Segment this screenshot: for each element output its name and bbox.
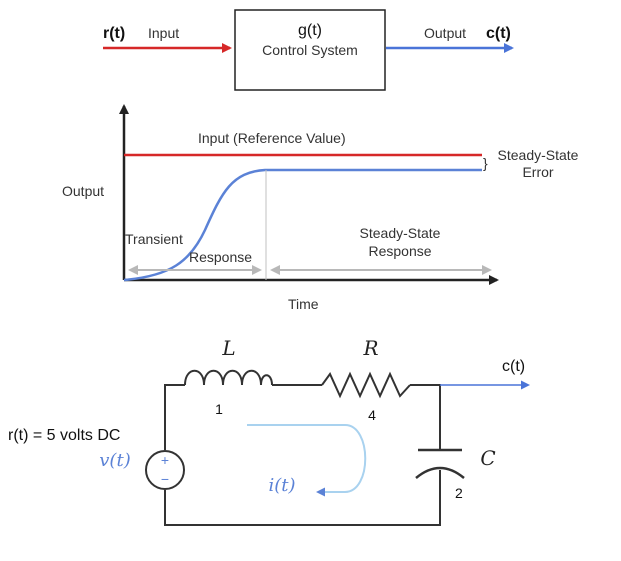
block-diagram: r(t) Input g(t) Control System Output c(…: [103, 9, 514, 91]
response-plot: Output Time Input (Reference Value) } St…: [62, 104, 579, 312]
capacitor-plate-bottom: [415, 466, 465, 479]
y-axis-label: Output: [62, 183, 104, 199]
circuit-output-label: c(t): [502, 358, 525, 375]
error-bracket: }: [483, 155, 488, 171]
inductor-symbol: L: [221, 336, 235, 360]
current-loop-arrow: [247, 424, 367, 497]
wire-left-top: [164, 384, 185, 450]
steady-state-error-label-2: Error: [522, 164, 553, 180]
output-label: Output: [424, 25, 466, 41]
wire-bottom: [164, 470, 441, 526]
resistor-zigzag: [321, 371, 411, 399]
steady-state-label-1: Steady-State: [360, 225, 441, 241]
source-plus: +: [161, 452, 169, 468]
control-system-block: [234, 9, 386, 91]
inductor-coil: [184, 369, 273, 386]
input-label: Input: [148, 25, 179, 41]
block-name-label: Control System: [262, 42, 358, 58]
source-symbol: v(t): [99, 450, 130, 471]
capacitor-value: 2: [455, 485, 463, 501]
resistor-symbol: R: [362, 336, 378, 360]
steady-state-error-label-1: Steady-State: [498, 147, 579, 163]
transient-label-1: Transient: [125, 231, 183, 247]
rlc-circuit: L 1 R 4 c(t) C 2 + − v(t) r(t) = 5 volts…: [8, 336, 530, 526]
source-minus: −: [161, 471, 169, 487]
resistor-value: 4: [368, 407, 376, 423]
wire-right-top: [410, 384, 441, 450]
voltage-source: [145, 450, 185, 490]
inductor-value: 1: [215, 401, 223, 417]
input-signal-label: r(t): [103, 25, 125, 42]
current-symbol: i(t): [268, 475, 295, 496]
transient-label-2: Response: [189, 249, 252, 265]
capacitor-symbol: C: [480, 446, 495, 470]
steady-state-label-2: Response: [368, 243, 431, 259]
x-axis-label: Time: [288, 296, 319, 312]
source-note: r(t) = 5 volts DC: [8, 427, 120, 444]
block-function-label: g(t): [298, 22, 322, 39]
reference-label: Input (Reference Value): [198, 130, 346, 146]
output-signal-label: c(t): [486, 25, 511, 42]
